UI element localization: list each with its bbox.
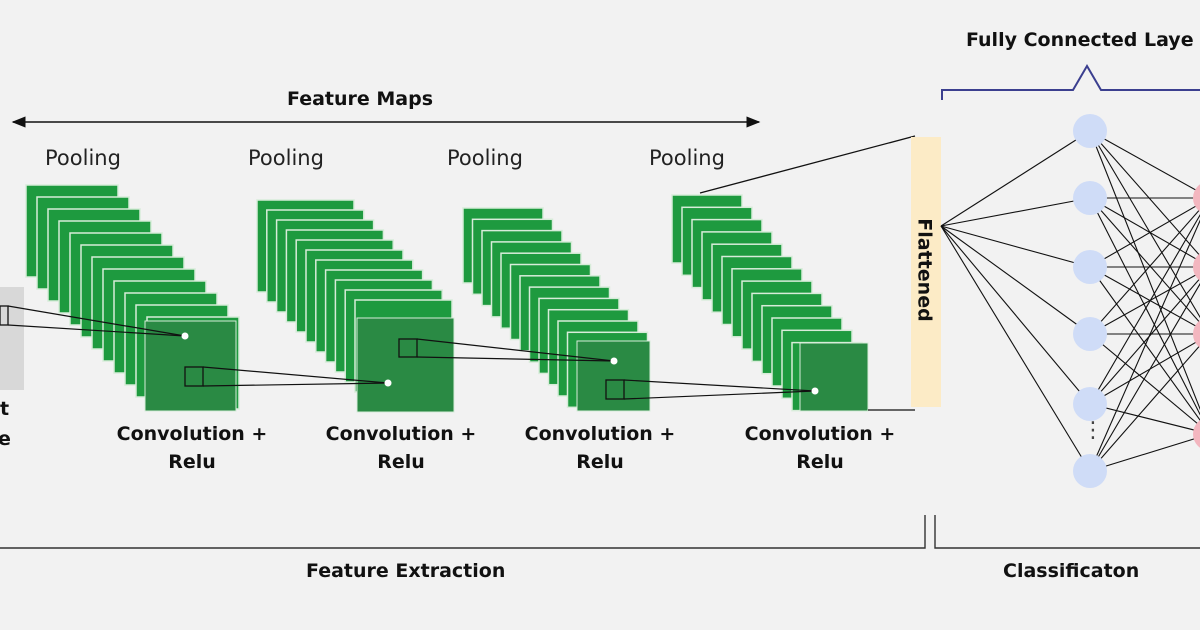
target-point-4 bbox=[811, 387, 819, 395]
pooling-label-1: Pooling bbox=[45, 146, 121, 170]
output-node-4 bbox=[1193, 420, 1200, 448]
pooling-label-3: Pooling bbox=[447, 146, 523, 170]
feature-extraction-bracket bbox=[0, 515, 926, 549]
dense-line bbox=[1089, 130, 1200, 194]
input-label-fragment-1: t bbox=[0, 398, 10, 420]
dense-connections bbox=[1089, 130, 1200, 472]
dense-line bbox=[1089, 266, 1200, 330]
feature-extraction-label: Feature Extraction bbox=[306, 560, 506, 582]
connection-line bbox=[7, 324, 186, 337]
conv-relu-label-1: Convolution + Relu bbox=[110, 420, 274, 476]
conv-label-line1: Convolution + bbox=[524, 423, 676, 445]
connection-line bbox=[7, 305, 186, 337]
input-node-1 bbox=[1073, 114, 1107, 148]
dense-line bbox=[1089, 271, 1200, 335]
feature-map-stack-2 bbox=[256, 199, 455, 413]
conv-label-line2: Relu bbox=[377, 451, 425, 473]
input-node-3 bbox=[1073, 250, 1107, 284]
target-point-1 bbox=[181, 332, 189, 340]
input-image bbox=[0, 287, 24, 390]
conv-label-line2: Relu bbox=[796, 451, 844, 473]
dense-line bbox=[1089, 403, 1200, 433]
conv-label-line1: Convolution + bbox=[744, 423, 896, 445]
dense-line bbox=[1089, 197, 1200, 262]
target-point-2 bbox=[384, 379, 392, 387]
pooling-label-2: Pooling bbox=[248, 146, 324, 170]
dense-line bbox=[1089, 197, 1200, 416]
flattened-label: Flattened bbox=[914, 218, 937, 322]
output-node-1 bbox=[1193, 184, 1200, 212]
connection-line bbox=[416, 356, 615, 362]
classification-label: Classificaton bbox=[1003, 560, 1140, 582]
input-node-2 bbox=[1073, 181, 1107, 215]
fan-line bbox=[940, 197, 1091, 227]
feature-map-front bbox=[356, 317, 455, 413]
connection-line bbox=[623, 390, 816, 400]
fan-line bbox=[940, 130, 1091, 227]
feature-map-stack-1 bbox=[25, 184, 240, 412]
flatten-to-input-connections bbox=[940, 130, 1091, 472]
dense-line bbox=[1089, 344, 1200, 472]
dense-line bbox=[1089, 333, 1200, 427]
connection-line bbox=[416, 338, 615, 362]
fan-line bbox=[940, 225, 1091, 268]
classification-bracket bbox=[934, 515, 1200, 549]
output-node-2 bbox=[1193, 253, 1200, 281]
dense-line bbox=[1089, 436, 1200, 472]
connection-line bbox=[623, 379, 816, 392]
dense-line bbox=[1089, 203, 1200, 268]
dense-line bbox=[1089, 214, 1200, 405]
conv-relu-label-3: Convolution + Relu bbox=[518, 420, 682, 476]
flatten-line-top bbox=[699, 135, 916, 194]
dense-line bbox=[1089, 266, 1200, 422]
fan-line bbox=[940, 225, 1091, 472]
dense-line bbox=[1089, 339, 1200, 405]
fan-line bbox=[940, 225, 1091, 405]
feature-map-front bbox=[576, 340, 651, 412]
receptive-field-box-3 bbox=[398, 338, 418, 358]
conv-relu-label-4: Convolution + Relu bbox=[738, 420, 902, 476]
dense-line bbox=[1089, 219, 1200, 472]
target-point-3 bbox=[610, 357, 618, 365]
dense-line bbox=[1089, 282, 1200, 472]
node-ellipsis: ⋮ bbox=[1082, 418, 1104, 443]
pooling-label-4: Pooling bbox=[649, 146, 725, 170]
fully-connected-bracket bbox=[941, 64, 1200, 100]
receptive-field-box-1 bbox=[0, 305, 9, 326]
feature-map-front bbox=[799, 342, 869, 412]
input-node-6 bbox=[1073, 454, 1107, 488]
conv-label-line2: Relu bbox=[168, 451, 216, 473]
dense-line bbox=[1089, 208, 1200, 335]
feature-map-front bbox=[144, 320, 237, 412]
dense-line bbox=[1089, 130, 1200, 411]
fan-line bbox=[940, 225, 1091, 335]
conv-label-line1: Convolution + bbox=[116, 423, 268, 445]
feature-map-stack-3 bbox=[462, 207, 651, 412]
conv-label-line1: Convolution + bbox=[325, 423, 477, 445]
feature-maps-label: Feature Maps bbox=[287, 88, 434, 110]
flattened-bar bbox=[911, 137, 941, 407]
connection-line bbox=[202, 382, 389, 387]
connection-line bbox=[202, 366, 389, 384]
input-label-fragment-2: e bbox=[0, 428, 11, 450]
flattened-label-box: Flattened bbox=[897, 200, 953, 340]
input-node-4 bbox=[1073, 317, 1107, 351]
feature-map-stack-4 bbox=[671, 194, 869, 412]
receptive-field-box-4 bbox=[605, 379, 625, 400]
conv-relu-label-2: Convolution + Relu bbox=[319, 420, 483, 476]
input-node-5 bbox=[1073, 387, 1107, 421]
conv-label-line2: Relu bbox=[576, 451, 624, 473]
receptive-field-box-2 bbox=[184, 366, 204, 387]
fully-connected-layer-label: Fully Connected Laye bbox=[966, 29, 1194, 51]
output-node-3 bbox=[1193, 320, 1200, 348]
